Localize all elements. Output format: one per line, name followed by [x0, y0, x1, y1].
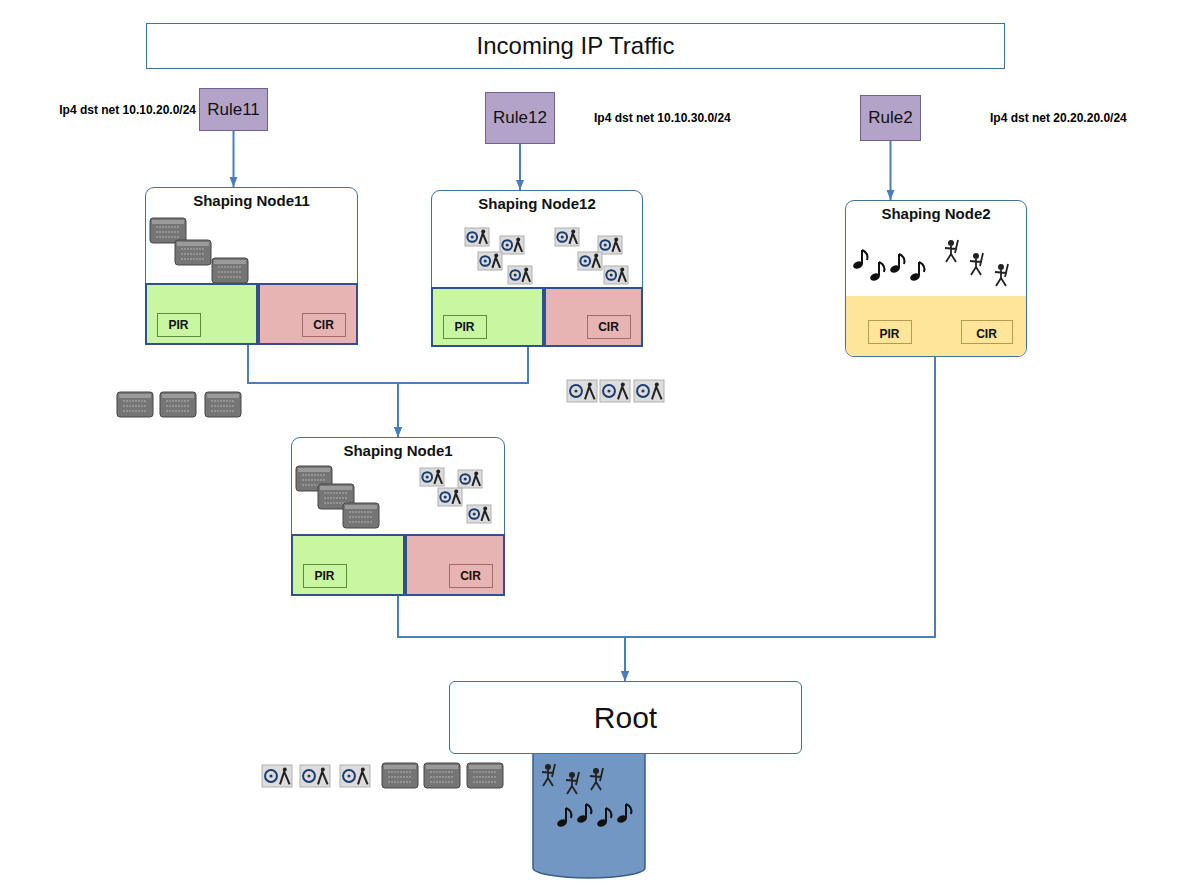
match-rule-text: Ip4 dst net 20.20.20.0/24 — [990, 111, 1127, 125]
music-note-icon — [616, 804, 631, 824]
person-icon — [945, 240, 958, 262]
connector — [890, 141, 892, 200]
connector — [519, 144, 521, 190]
node-label: Shaping Node11 — [146, 192, 357, 209]
folder-icon — [343, 503, 379, 528]
cir-box: CIR — [961, 320, 1013, 344]
person-icon — [566, 772, 579, 794]
node-label: CIR — [449, 564, 493, 588]
shaping-node: Shaping Node2PIR CIR — [845, 200, 1027, 357]
node-label: Incoming IP Traffic — [477, 32, 675, 60]
folder-icon — [160, 392, 196, 417]
email-icon — [634, 380, 664, 402]
folder-icon — [150, 218, 186, 243]
email-icon — [508, 266, 532, 284]
email-icon — [600, 380, 630, 402]
node-label: PIR — [443, 315, 487, 339]
email-icon — [567, 380, 597, 402]
music-note-icon — [909, 262, 924, 282]
music-note-icon — [556, 808, 571, 828]
music-note-icon — [852, 250, 867, 270]
node-label: Shaping Node1 — [292, 442, 504, 459]
connector — [398, 347, 528, 437]
band-fill — [846, 296, 1026, 356]
person-icon — [542, 764, 555, 786]
cir-region: CIR — [544, 287, 643, 347]
connector — [398, 596, 625, 681]
email-icon — [578, 252, 602, 270]
music-note-icon — [889, 254, 904, 274]
shaping-node: Shaping Node1PIR CIR — [291, 437, 505, 596]
node-label: CIR — [976, 327, 997, 341]
email-icon — [555, 228, 579, 246]
node-label: Shaping Node12 — [432, 195, 642, 212]
email-icon — [420, 468, 444, 486]
person-icon — [590, 768, 603, 790]
node-label: Rule12 — [493, 108, 547, 128]
node-label: Rule2 — [868, 108, 912, 128]
traffic-band: Incoming IP Traffic — [146, 23, 1005, 69]
rule-box: Rule2Ip4 dst net 20.20.20.0/24 — [860, 95, 921, 141]
email-icon — [500, 236, 524, 254]
folder-icon — [467, 763, 503, 788]
node-label: Shaping Node2 — [846, 205, 1026, 222]
email-icon — [300, 765, 330, 787]
node-label: Rule11 — [207, 100, 260, 120]
email-icon — [478, 252, 502, 270]
node-label: CIR — [587, 315, 631, 339]
folder-icon — [212, 258, 248, 283]
folder-icon — [117, 392, 153, 417]
email-icon — [262, 765, 292, 787]
person-icon — [995, 264, 1008, 286]
pir-box: PIR — [868, 320, 912, 344]
cir-region: CIR — [405, 534, 505, 596]
node-label: CIR — [302, 313, 346, 337]
rule-box: Rule12Ip4 dst net 10.10.30.0/24 — [485, 92, 555, 144]
shaping-node: Shaping Node11PIR CIR — [145, 187, 358, 345]
node-label: PIR — [303, 564, 347, 588]
match-rule-text: Ip4 dst net 10.10.30.0/24 — [594, 111, 731, 125]
email-icon — [598, 236, 622, 254]
shaping-node: Shaping Node12PIR CIR — [431, 190, 643, 347]
music-note-icon — [576, 804, 591, 824]
email-icon — [458, 470, 482, 488]
root-box: Root — [449, 681, 802, 754]
folder-icon — [382, 763, 418, 788]
pir-region: PIR — [145, 283, 258, 345]
node-label: Root — [594, 701, 657, 735]
folder-icon — [424, 763, 460, 788]
rule-box: Rule11Ip4 dst net 10.10.20.0/24 — [199, 88, 268, 131]
email-icon — [604, 266, 628, 284]
node-label: PIR — [879, 327, 899, 341]
traffic-icons — [117, 30, 1008, 828]
match-rule-text: Ip4 dst net 10.10.20.0/24 — [59, 103, 196, 117]
email-icon — [438, 488, 462, 506]
email-icon — [340, 765, 370, 787]
folder-icon — [175, 240, 211, 265]
connector — [625, 357, 935, 681]
music-note-icon — [869, 262, 884, 282]
person-icon — [970, 253, 983, 275]
connector — [248, 345, 398, 437]
cylinder-body — [533, 742, 645, 878]
node-label: PIR — [157, 313, 201, 337]
email-icon — [467, 505, 491, 523]
pir-region: PIR — [291, 534, 405, 596]
folder-icon — [205, 392, 241, 417]
cir-region: CIR — [258, 283, 358, 345]
pir-region: PIR — [431, 287, 544, 347]
email-icon — [465, 228, 489, 246]
connector — [233, 131, 235, 187]
music-note-icon — [596, 808, 611, 828]
